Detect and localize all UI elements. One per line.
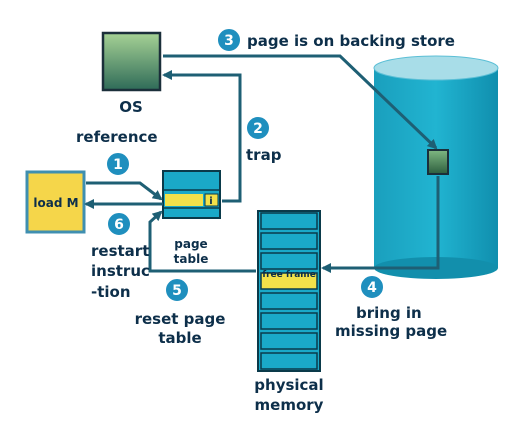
- arrow-bring-in-page: [321, 176, 440, 273]
- memory-frame: [260, 312, 318, 330]
- physical-memory-label-1: physical: [254, 376, 323, 394]
- step-5-label-2: table: [158, 329, 201, 347]
- step-3-marker: 3: [216, 27, 242, 53]
- step-1-label: reference: [76, 128, 158, 146]
- page-table-label-1: page: [174, 237, 207, 251]
- step-3-number: 3: [224, 33, 234, 49]
- step-4-number: 4: [367, 280, 377, 296]
- memory-frame: [260, 232, 318, 250]
- step-2-marker: 2: [245, 115, 271, 141]
- memory-frame: [260, 252, 318, 270]
- step-4-label-2: missing page: [335, 322, 447, 340]
- step-6-marker: 6: [106, 211, 132, 237]
- page-table-label-2: table: [174, 252, 209, 266]
- step-4-marker: 4: [359, 274, 385, 300]
- step-5-marker: 5: [164, 277, 190, 303]
- free-frame-label: free frame: [262, 270, 316, 280]
- free-frame: [260, 272, 318, 290]
- page-on-disk: [427, 149, 449, 175]
- step-5-number: 5: [172, 283, 182, 299]
- step-4-label-1: bring in: [356, 304, 422, 322]
- step-6-number: 6: [114, 217, 124, 233]
- arrow-reference: [86, 181, 163, 201]
- step-6-label-2: instruc: [91, 262, 150, 280]
- step-2-number: 2: [253, 121, 263, 137]
- invalid-bit-label: i: [209, 196, 212, 207]
- step-1-marker: 1: [105, 151, 131, 177]
- memory-frame: [260, 352, 318, 370]
- step-2-label: trap: [246, 146, 282, 164]
- physical-memory: [257, 210, 321, 372]
- backing-store-disk: [373, 55, 499, 279]
- memory-frame: [260, 212, 318, 230]
- page-table-entry-highlight: [165, 194, 203, 206]
- physical-memory-label-2: memory: [255, 396, 324, 414]
- load-instruction-label: load M: [33, 196, 78, 210]
- arrow-page-on-backing-store: [163, 54, 438, 150]
- step-6-label-1: restart: [91, 242, 149, 260]
- invalid-bit-cell: [204, 193, 219, 207]
- step-3-label: page is on backing store: [247, 32, 455, 50]
- page-table: [162, 170, 221, 219]
- step-1-number: 1: [113, 157, 123, 173]
- memory-frame: [260, 332, 318, 350]
- os-label: OS: [119, 98, 143, 116]
- arrow-trap: [162, 70, 242, 203]
- step-5-label-1: reset page: [135, 310, 226, 328]
- memory-frame: [260, 292, 318, 310]
- arrow-reset-page-table: [148, 210, 256, 273]
- step-6-label-3: -tion: [91, 283, 131, 301]
- os-box: [101, 31, 162, 92]
